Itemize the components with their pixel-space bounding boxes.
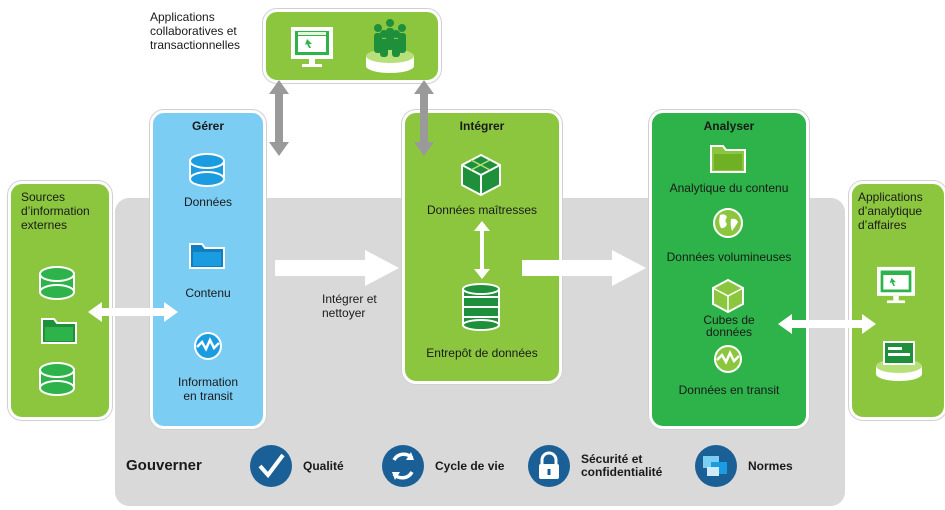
integrer-box: Intégrer Données maîtresses Entrepôt de … (402, 110, 562, 384)
gerer-item-contenu: Contenu (185, 286, 231, 300)
analyser-box: Analyser Analytique du contenu Données v… (649, 110, 809, 429)
apps-collab-caption: Applications collaboratives et transacti… (150, 10, 241, 52)
external-sources-label: Sources d’information externes (21, 190, 90, 232)
gov-normes: Normes (748, 459, 793, 473)
database-icon (189, 153, 225, 187)
gov-cycle: Cycle de vie (435, 459, 505, 473)
lock-icon (528, 445, 570, 487)
gov-securite: Sécurité et confidentialité (581, 452, 663, 479)
monitor-icon (877, 266, 915, 304)
database-icon (39, 362, 75, 396)
globe-icon (713, 208, 743, 238)
arrow-sources-gerer (88, 302, 178, 322)
cube-icon (461, 153, 501, 197)
analyser-item-transit: Données en transit (678, 383, 780, 397)
database-icon (39, 266, 75, 300)
dashboard-platform-icon (876, 341, 922, 381)
folder-icon (189, 243, 225, 269)
monitor-icon (291, 27, 333, 67)
analyser-item-cubes: Cubes de données (703, 313, 755, 339)
stream-icon (714, 345, 742, 373)
check-icon (250, 445, 292, 487)
standards-icon (695, 445, 737, 487)
folder-icon (41, 318, 77, 344)
business-analytics-label: Applications d’analytique d’affaires (858, 190, 923, 232)
folder-icon (710, 145, 746, 173)
analyser-title: Analyser (703, 119, 755, 133)
gerer-title: Gérer (191, 119, 225, 133)
cube-icon (712, 278, 744, 314)
gerer-item-donnees: Données (183, 195, 233, 209)
business-analytics-box: Applications d’analytique d’affaires (849, 181, 945, 420)
integrer-item-maitresses: Données maîtresses (426, 203, 538, 217)
gouverner-label: Gouverner (126, 457, 202, 474)
gov-qualite: Qualité (303, 459, 344, 473)
analyser-item-volumineuses: Données volumineuses (666, 250, 792, 264)
double-arrow-vertical (474, 221, 490, 279)
arrow-apps-integrer (414, 80, 434, 156)
database-stack-icon (462, 283, 500, 331)
arrow-apps-gerer (269, 80, 289, 156)
apps-collab-box (263, 9, 441, 83)
gerer-item-transit: Information en transit (178, 375, 239, 403)
users-platform-icon (366, 19, 414, 73)
arrow-analyser-apps (778, 314, 876, 334)
stream-icon (194, 332, 222, 360)
cycle-icon (382, 445, 424, 487)
arrow-gerer-integrer (275, 250, 399, 286)
integrer-title: Intégrer (459, 119, 505, 133)
analyser-item-contenu: Analytique du contenu (669, 181, 789, 195)
integrer-nettoyer-label: Intégrer et nettoyer (322, 292, 377, 320)
integrer-item-entrepot: Entrepôt de données (426, 346, 538, 360)
arrow-integrer-analyser (522, 250, 646, 286)
gerer-box: Gérer Données Contenu Information en tra… (150, 110, 266, 429)
external-sources-box: Sources d’information externes (8, 181, 112, 420)
